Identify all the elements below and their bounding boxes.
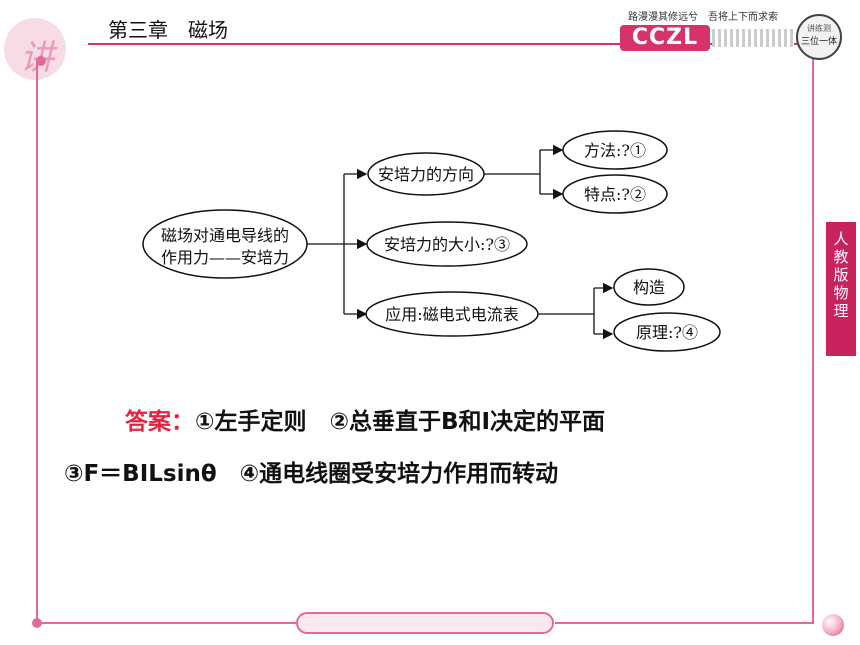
mindmap-svg: 磁场对通电导线的 作用力——安培力 安培力的方向 安培力的大小:?③ 应用:磁电… [142, 130, 721, 352]
mindmap-leaf-feature-label: 特点:?② [584, 185, 646, 204]
mindmap-branch-direction-label: 安培力的方向 [378, 165, 474, 184]
mindmap-root-line1: 磁场对通电导线的 [161, 226, 289, 245]
mindmap-leaf-structure-label: 构造 [633, 278, 665, 297]
mindmap-leaf-structure [613, 268, 685, 306]
header-divider [88, 43, 828, 45]
bottom-ball-icon [822, 614, 844, 636]
frame-corner-dot [32, 618, 42, 628]
slogan-text: 路漫漫其修远兮 吾将上下而求索 [628, 12, 778, 23]
mindmap-branch-application-label: 应用:磁电式电流表 [385, 305, 518, 324]
answer-label: 答案： [125, 409, 194, 435]
bottom-bar [296, 612, 554, 634]
mindmap-leaf-method-label: 方法:?① [584, 141, 646, 160]
mindmap: 磁场对通电导线的 作用力——安培力 安培力的方向 安培力的大小:?③ 应用:磁电… [132, 118, 722, 362]
mindmap-branch-magnitude [366, 221, 528, 267]
mindmap-connector [538, 288, 595, 334]
mindmap-root-line2: 作用力——安培力 [161, 248, 289, 267]
mindmap-connector [484, 150, 541, 194]
logo-badge [4, 18, 66, 80]
brand-logo-text: CCZL [631, 25, 699, 50]
seal-icon: 讲练测 三位一体 [796, 14, 842, 60]
seal-mid-text: 三位一体 [800, 37, 837, 47]
side-tab [826, 222, 856, 356]
frame-corner-dot [36, 56, 46, 66]
answer-line-1: ①左手定则 ②总垂直于B和I决定的平面 [195, 409, 606, 435]
mindmap-connector [307, 174, 345, 314]
brand-arrows-decoration [712, 29, 794, 47]
frame-bottom-border-left [38, 622, 296, 624]
mindmap-branch-magnitude-label: 安培力的大小:?③ [384, 235, 510, 254]
frame-bottom-border-right [555, 622, 812, 624]
side-tab-label: 人教版物理 [833, 230, 849, 320]
mindmap-leaf-principle-label: 原理:?④ [636, 323, 698, 342]
frame-left-border [36, 60, 38, 625]
brand-logo [620, 25, 710, 51]
mindmap-leaf-method [562, 130, 668, 170]
mindmap-leaf-principle [613, 312, 721, 352]
seal-top-text: 讲练测 [807, 24, 831, 33]
chapter-title: 第三章 磁场 [108, 18, 228, 42]
mindmap-leaf-feature [562, 174, 668, 214]
frame-right-border [812, 44, 814, 624]
answer-line-2: ③F＝BILsinθ ④通电线圈受安培力作用而转动 [64, 461, 559, 487]
